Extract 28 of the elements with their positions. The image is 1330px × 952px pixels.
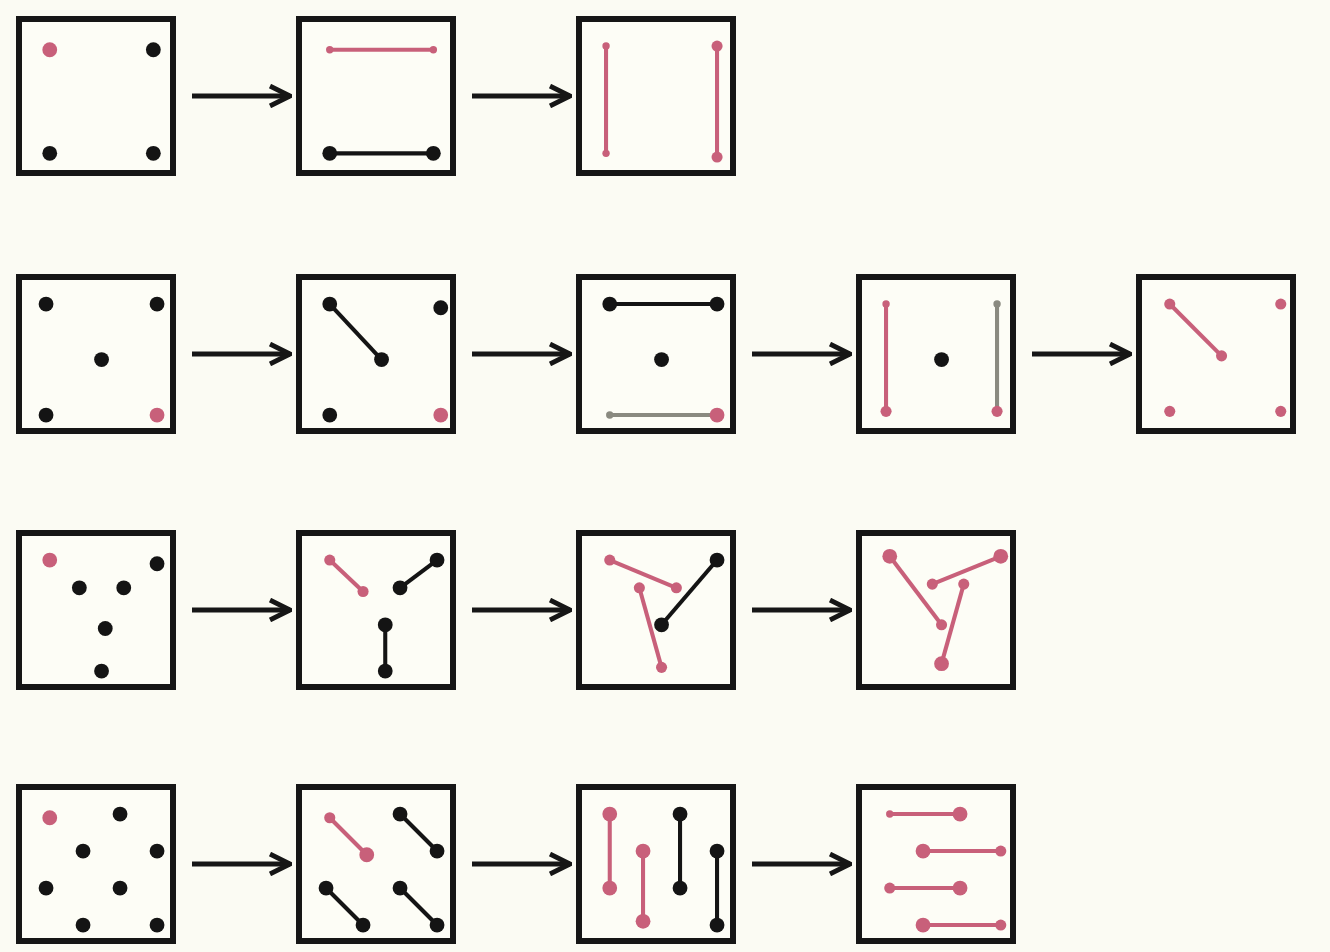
square-frame bbox=[856, 274, 1016, 434]
square-frame bbox=[16, 16, 176, 176]
square-frame bbox=[296, 274, 456, 434]
square-frame bbox=[16, 274, 176, 434]
arrow bbox=[472, 83, 573, 109]
arrow bbox=[752, 341, 853, 367]
arrow bbox=[192, 83, 293, 109]
arrow bbox=[472, 851, 573, 877]
square-frame bbox=[296, 16, 456, 176]
square-frame bbox=[576, 16, 736, 176]
arrow bbox=[192, 341, 293, 367]
square-frame bbox=[296, 530, 456, 690]
arrow bbox=[472, 341, 573, 367]
square-frame bbox=[16, 530, 176, 690]
arrow bbox=[1032, 341, 1133, 367]
square-frame bbox=[296, 784, 456, 944]
square-frame bbox=[856, 784, 1016, 944]
square-frame bbox=[856, 530, 1016, 690]
arrow bbox=[472, 597, 573, 623]
arrow bbox=[752, 851, 853, 877]
square-frame bbox=[576, 274, 736, 434]
square-frame bbox=[576, 784, 736, 944]
arrow bbox=[192, 851, 293, 877]
square-frame bbox=[1136, 274, 1296, 434]
square-frame bbox=[16, 784, 176, 944]
arrow bbox=[752, 597, 853, 623]
arrow bbox=[192, 597, 293, 623]
square-frame bbox=[576, 530, 736, 690]
